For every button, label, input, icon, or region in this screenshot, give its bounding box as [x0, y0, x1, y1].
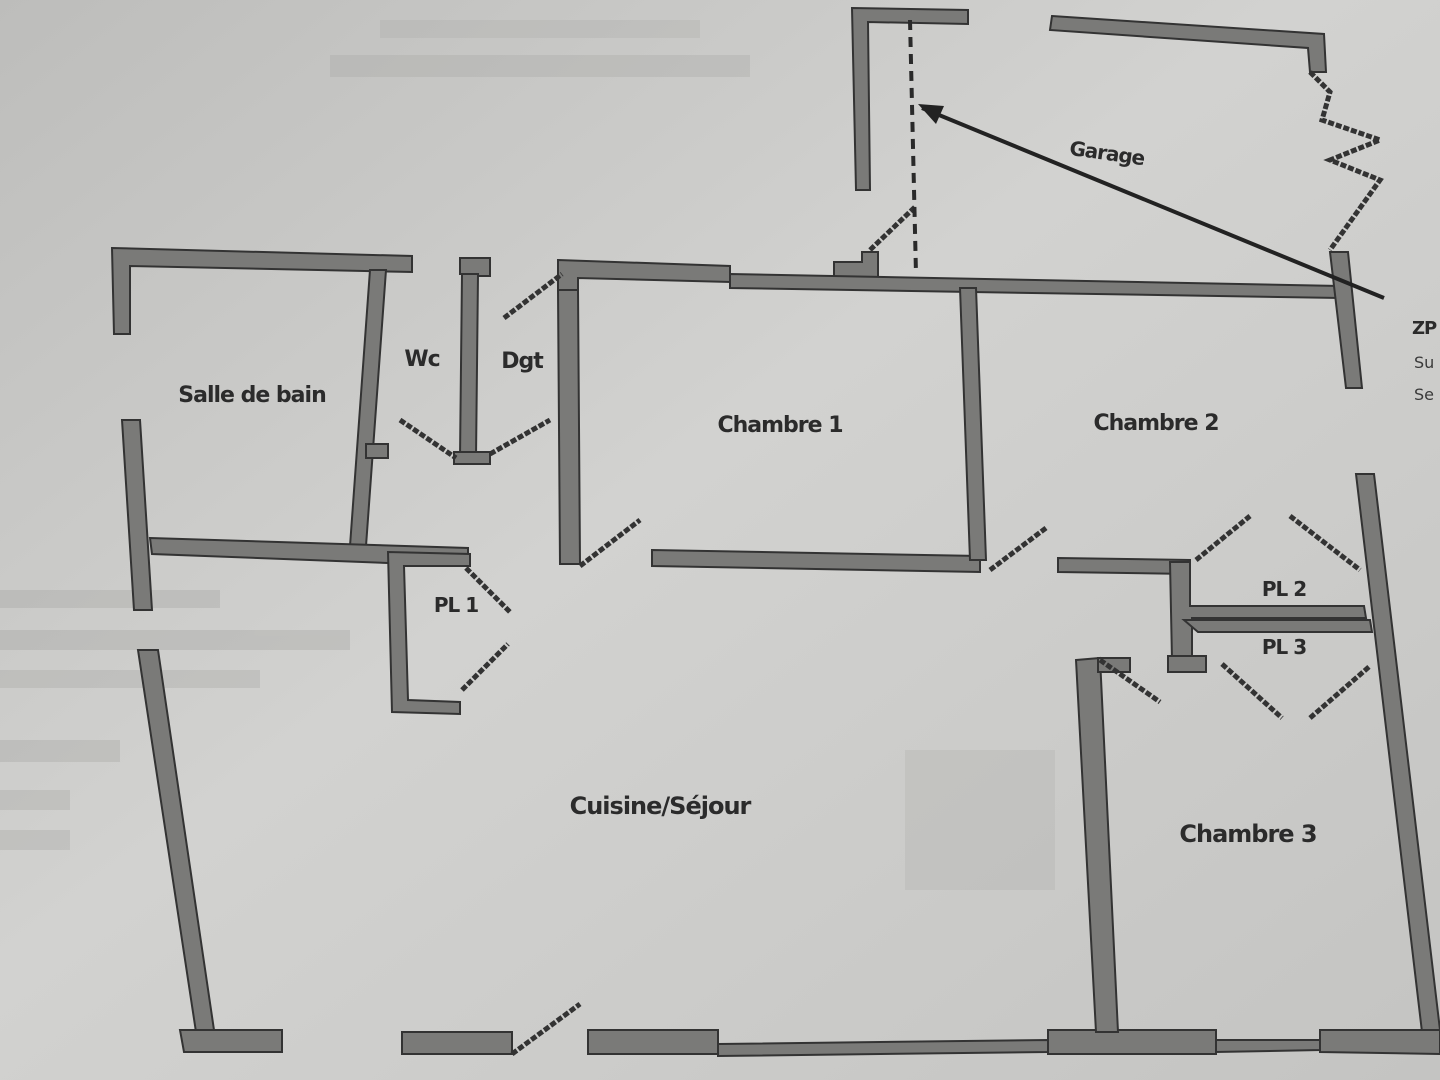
wall-bottom-3: [587, 1029, 719, 1055]
label-chambre-1: Chambre 1: [717, 413, 842, 438]
door-pl1-upper: [464, 566, 512, 614]
door-pl3-left: [1220, 662, 1284, 720]
wall-bottom-7: [1319, 1029, 1440, 1056]
label-pl-3: PL 3: [1262, 635, 1306, 659]
partitions: [148, 269, 1374, 1033]
wall-bottom-5: [1047, 1029, 1217, 1055]
margin-text: ZP Su Se: [1412, 318, 1438, 404]
wall-bottom-2: [401, 1031, 513, 1055]
walls: [110, 6, 1440, 1058]
door-dgt-top: [502, 272, 564, 320]
wall-pl1: [386, 550, 471, 716]
door-entrance: [510, 1001, 582, 1057]
doors: [398, 70, 1388, 1057]
wall-wc-stub: [365, 443, 389, 459]
door-pl3-right: [1308, 664, 1372, 720]
door-dgt: [488, 417, 552, 457]
door-garage: [868, 204, 918, 252]
wall-left-mid: [120, 419, 154, 611]
wall-chambre1-left: [556, 289, 582, 565]
label-wc: Wc: [404, 347, 439, 372]
door-garage-folding: [1308, 70, 1388, 252]
door-pl2-right: [1288, 514, 1362, 572]
wall-wc-dgt: [458, 273, 480, 459]
annotation-arrowhead: [918, 104, 944, 124]
label-chambre-3: Chambre 3: [1179, 820, 1316, 848]
door-pl1-lower: [460, 642, 510, 692]
wall-pl3-top: [1181, 619, 1374, 633]
label-cuisine-sejour: Cuisine/Séjour: [570, 792, 752, 820]
margin-text-line3: Se: [1414, 385, 1434, 404]
door-pl2-left: [1194, 514, 1252, 562]
margin-text-line1: ZP: [1412, 318, 1437, 339]
room-labels: Garage Salle de bain Wc Dgt Chambre 1 Ch…: [178, 136, 1317, 848]
door-chambre1: [578, 518, 642, 568]
wall-bottom-4: [717, 1038, 1049, 1058]
label-salle-de-bain: Salle de bain: [178, 383, 325, 408]
wall-right-upper: [1328, 251, 1364, 389]
margin-text-line2: Su: [1414, 353, 1434, 372]
wall-chambre3-left: [1074, 656, 1120, 1033]
wall-chambre1-chambre2: [958, 287, 988, 561]
garage-wall-left: [850, 6, 969, 191]
wall-wc-dgt-foot: [453, 451, 491, 465]
wall-chambre1-bottom: [651, 548, 981, 574]
door-chambre3: [1098, 657, 1162, 705]
label-pl-2: PL 2: [1262, 577, 1306, 601]
annotation-arrow: [921, 106, 1385, 300]
label-dgt: Dgt: [501, 349, 544, 374]
wall-bottom-6: [1215, 1039, 1321, 1054]
door-wc: [398, 417, 458, 461]
wall-bottom-1: [178, 1029, 283, 1053]
door-chambre2: [988, 526, 1048, 572]
wall-right-lower: [1354, 473, 1440, 1034]
show-through-marks: [0, 20, 1055, 890]
label-pl-1: PL 1: [434, 593, 478, 617]
wall-chambre3-stub: [1167, 655, 1207, 673]
garage-dashed-line: [908, 19, 918, 275]
label-chambre-2: Chambre 2: [1093, 411, 1218, 436]
wall-top-left: [110, 246, 413, 335]
